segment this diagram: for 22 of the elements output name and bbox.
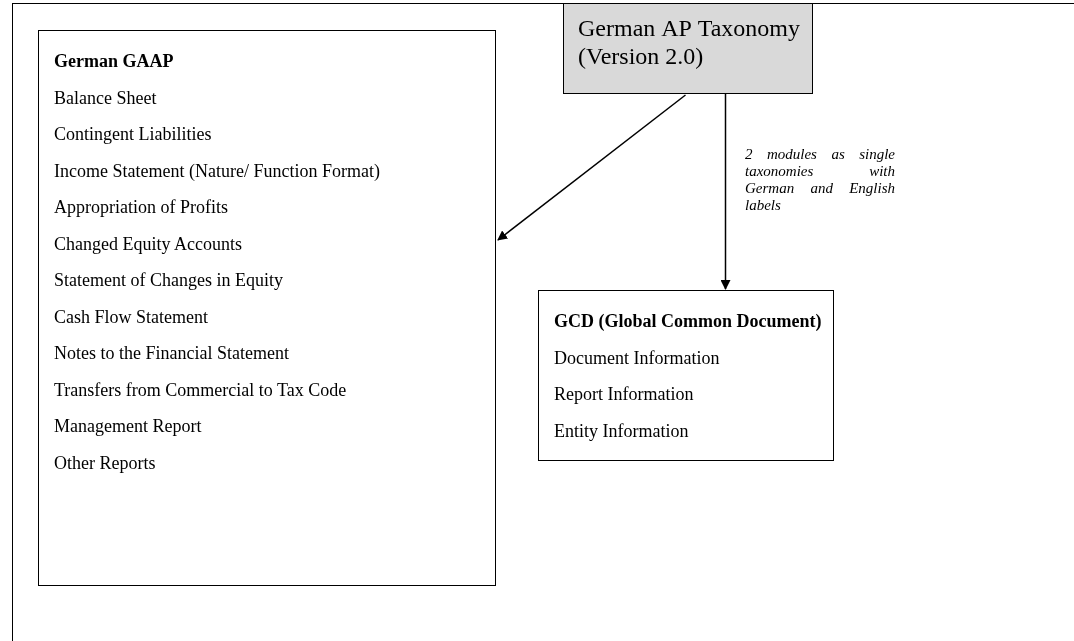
list-item: Appropriation of Profits <box>54 197 229 218</box>
list-item: Transfers from Commercial to Tax Code <box>54 379 348 401</box>
module-box <box>538 290 834 461</box>
list-item: Management Report <box>54 416 203 437</box>
module-box <box>38 30 496 586</box>
list-item: Document Information <box>554 347 721 369</box>
arrow <box>720 93 731 290</box>
module-heading: German GAAP <box>54 51 175 72</box>
list-item: Other Reports <box>54 452 157 474</box>
list-item: Cash Flow Statement <box>54 306 209 328</box>
title-box <box>563 3 813 94</box>
list-item: Changed Equity Accounts <box>54 233 243 255</box>
list-item: Entity Information <box>554 420 690 442</box>
list-item: Contingent Liabilities <box>54 124 213 145</box>
list-item: Statement of Changes in Equity <box>54 270 284 291</box>
list-item: Income Statement (Nature/ Function Format) <box>54 160 381 182</box>
title-text: German AP Taxonomy (Version 2.0) <box>578 14 800 70</box>
list-item: Notes to the Financial Statement <box>54 343 290 364</box>
arrow <box>497 94 687 241</box>
module-heading: GCD (Global Common Document) <box>554 311 823 332</box>
list-item: Balance Sheet <box>54 87 158 109</box>
list-item: Report Information <box>554 384 695 405</box>
